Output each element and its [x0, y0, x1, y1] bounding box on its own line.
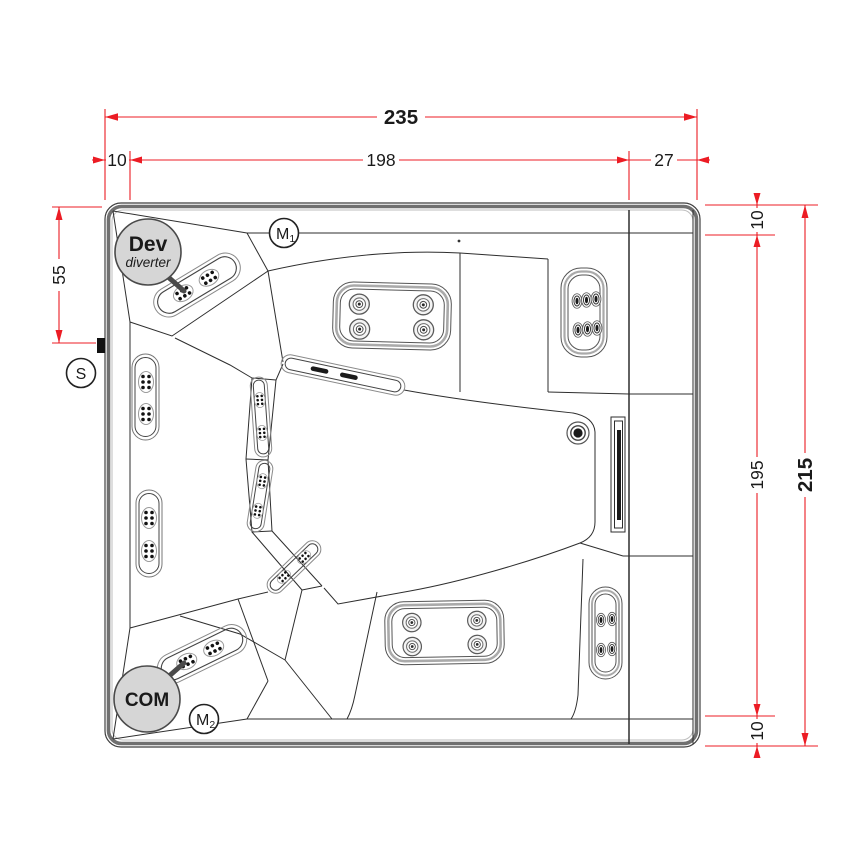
floor-drain: [566, 421, 590, 445]
m2-callout: M2: [188, 703, 220, 735]
spout-marker: [97, 338, 105, 353]
seat-edge-jet-strip: [280, 354, 406, 396]
dimension-texts: 235 10 198 27 55 10 195 10 215: [49, 106, 817, 741]
left-wall-jet-pad-upper: [131, 353, 160, 441]
corner-jet-strip-top-left: [153, 252, 241, 318]
svg-text:M1: M1: [276, 226, 295, 245]
side-jet-pad-top-right: [560, 267, 608, 358]
dev-label: Dev: [129, 233, 168, 256]
dimension-lines: [48, 105, 818, 758]
dim-top-left-value: 10: [107, 150, 127, 170]
top-backrest-jet-pad: [332, 281, 452, 351]
dim-top-overall-value: 235: [384, 106, 418, 129]
s-label: S: [76, 366, 87, 383]
side-jet-pad-bottom-right: [588, 586, 623, 680]
m2-base: M: [196, 712, 209, 729]
dim-top-overall: [105, 105, 697, 127]
dim-right-bottom-value: 10: [747, 721, 767, 741]
dim-right-chain: [746, 193, 768, 758]
air-injector-dot: [457, 239, 461, 243]
waterfall-slot: [610, 416, 626, 533]
dev-callout: Dev diverter: [114, 218, 187, 294]
svg-text:M2: M2: [196, 712, 215, 731]
tub-interior-lines: [112, 210, 694, 744]
m1-callout: M1: [268, 217, 300, 249]
m1-sub: 1: [289, 233, 295, 245]
dim-right-middle-value: 195: [747, 460, 767, 489]
facet-jet-strip-2: [246, 459, 274, 533]
dev-sublabel: diverter: [125, 255, 171, 270]
dim-top-chain: [92, 150, 710, 169]
s-callout: S: [65, 357, 97, 389]
tub-outline: [104, 202, 701, 748]
m1-base: M: [276, 226, 289, 243]
facet-jet-strip-3: [266, 540, 322, 594]
dim-right-overall-value: 215: [794, 458, 817, 492]
com-callout: COM: [113, 660, 187, 733]
facet-jet-strip-1: [249, 376, 273, 458]
left-wall-jet-pad-lower: [135, 489, 163, 578]
dev-stem: [164, 273, 187, 294]
dim-left-spout: [48, 207, 69, 343]
dim-right-top-value: 10: [747, 210, 767, 230]
dim-top-center-value: 198: [366, 150, 395, 170]
com-stem: [165, 660, 187, 680]
dim-top-right-value: 27: [654, 150, 673, 170]
com-label: COM: [125, 690, 169, 711]
dim-right-overall: [793, 205, 817, 746]
m2-sub: 2: [209, 719, 215, 731]
bottom-backrest-jet-pad: [384, 599, 505, 666]
dim-left-spout-value: 55: [49, 265, 69, 284]
